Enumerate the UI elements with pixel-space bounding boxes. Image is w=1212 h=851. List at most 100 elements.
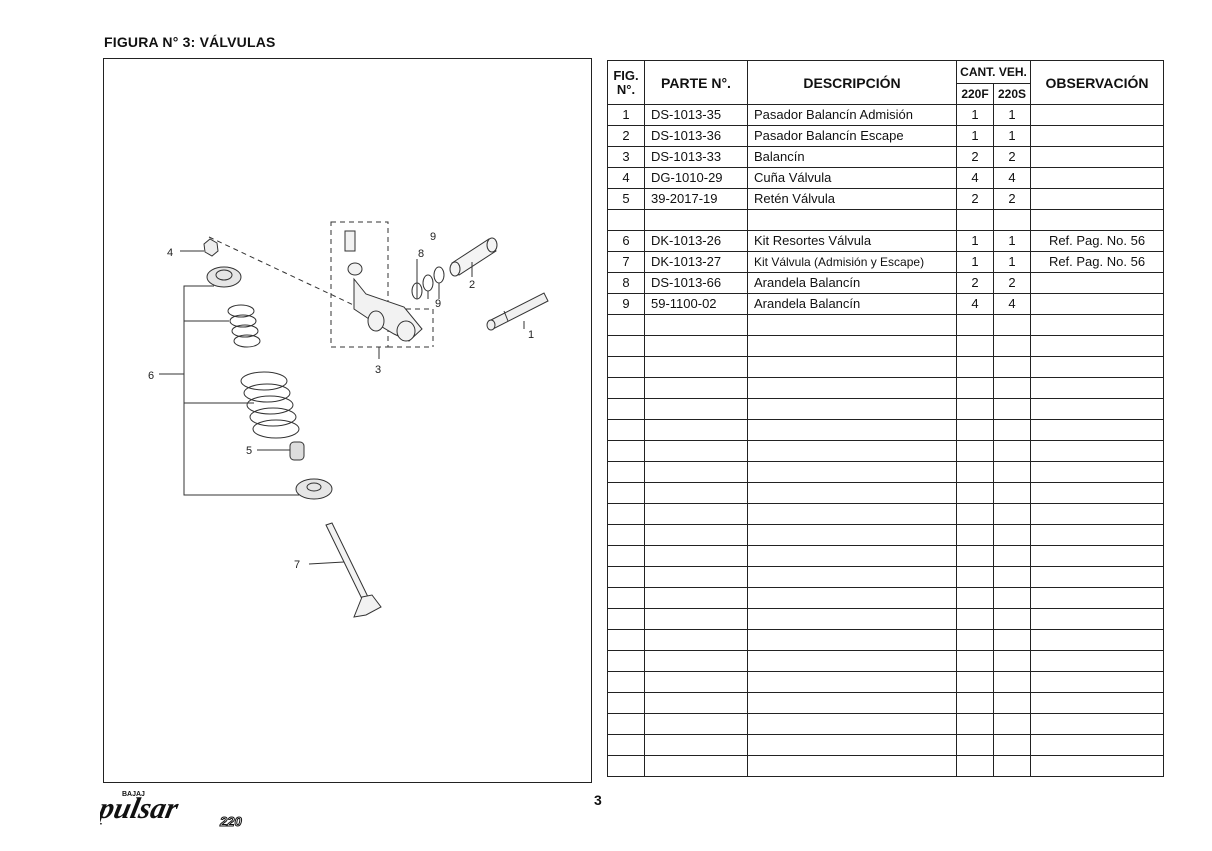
cell-observacion [1030, 608, 1164, 630]
cell-observacion [1030, 209, 1164, 231]
cell-observacion [1030, 503, 1164, 525]
cell-fig [607, 587, 645, 609]
cell-fig [607, 377, 645, 399]
cell-descripcion [747, 503, 957, 525]
cell-220f [956, 650, 994, 672]
parts-table: FIG. N°. PARTE N°. DESCRIPCIÓN CANT. VEH… [607, 60, 1164, 777]
cell-220f [956, 671, 994, 693]
cell-220f: 1 [956, 230, 994, 252]
cell-parte [644, 356, 748, 378]
label-9b: 9 [435, 298, 441, 310]
cell-220s [993, 713, 1031, 735]
outer-spring-part [240, 371, 300, 439]
label-5: 5 [246, 445, 252, 457]
cell-parte [644, 545, 748, 567]
pulsar-logo-svg: BAJAJ pulsar 220 [93, 791, 243, 830]
table-row [607, 587, 1164, 609]
cell-fig [607, 566, 645, 588]
cell-parte: DS-1013-36 [644, 125, 748, 147]
cell-observacion [1030, 692, 1164, 714]
cell-fig [607, 419, 645, 441]
dashed-guide-line [208, 236, 380, 318]
cell-observacion [1030, 566, 1164, 588]
cell-fig [607, 608, 645, 630]
label-2: 2 [469, 279, 475, 291]
table-row [607, 503, 1164, 525]
cell-descripcion [747, 419, 957, 441]
label-6: 6 [148, 370, 154, 382]
cell-parte: DS-1013-35 [644, 104, 748, 126]
cell-descripcion: Cuña Válvula [747, 167, 957, 189]
cell-220s: 1 [993, 125, 1031, 147]
cell-observacion [1030, 335, 1164, 357]
header-parte: PARTE N°. [644, 60, 748, 105]
label-1: 1 [528, 329, 534, 341]
cell-fig [607, 629, 645, 651]
cell-observacion [1030, 272, 1164, 294]
cell-descripcion: Arandela Balancín [747, 293, 957, 315]
cell-observacion [1030, 482, 1164, 504]
valve-diagram-svg: 1 2 3 4 5 6 7 8 9 9 [148, 221, 549, 618]
table-row [607, 713, 1164, 735]
cell-220s [993, 398, 1031, 420]
cell-220f [956, 377, 994, 399]
cell-descripcion [747, 713, 957, 735]
cell-fig: 5 [607, 188, 645, 210]
label-8: 8 [418, 248, 424, 260]
table-row [607, 524, 1164, 546]
table-row [607, 440, 1164, 462]
table-row [607, 650, 1164, 672]
cell-220f: 2 [956, 272, 994, 294]
spring-seat-part [295, 478, 333, 500]
cell-fig: 6 [607, 230, 645, 252]
table-row [607, 566, 1164, 588]
cell-parte [644, 419, 748, 441]
rocker-arm-part [344, 230, 423, 342]
cell-observacion [1030, 440, 1164, 462]
cell-fig [607, 398, 645, 420]
cell-descripcion: Arandela Balancín [747, 272, 957, 294]
cell-observacion [1030, 734, 1164, 756]
page-number: 3 [594, 792, 602, 808]
cell-observacion [1030, 167, 1164, 189]
cell-observacion [1030, 629, 1164, 651]
cell-descripcion [747, 692, 957, 714]
spring-retainer-part [206, 266, 242, 288]
cotter-part [203, 238, 219, 257]
cell-parte [644, 755, 748, 777]
cell-descripcion: Kit Válvula (Admisión y Escape) [747, 251, 957, 273]
cell-fig: 3 [607, 146, 645, 168]
table-row [607, 398, 1164, 420]
cell-fig [607, 335, 645, 357]
cell-parte [644, 314, 748, 336]
cell-220s [993, 356, 1031, 378]
cell-observacion [1030, 461, 1164, 483]
cell-220s: 4 [993, 293, 1031, 315]
cell-fig [607, 671, 645, 693]
cell-parte: DS-1013-66 [644, 272, 748, 294]
cell-descripcion: Pasador Balancín Escape [747, 125, 957, 147]
cell-descripcion [747, 671, 957, 693]
cell-parte [644, 524, 748, 546]
cell-fig [607, 314, 645, 336]
label-7: 7 [294, 559, 300, 571]
cell-fig: 9 [607, 293, 645, 315]
header-220f: 220F [956, 83, 994, 105]
rocker-group-box [330, 221, 389, 348]
cell-fig [607, 356, 645, 378]
cell-fig [607, 734, 645, 756]
cell-220f: 4 [956, 293, 994, 315]
cell-observacion [1030, 755, 1164, 777]
table-row [607, 209, 1164, 231]
cell-fig [607, 650, 645, 672]
cell-descripcion [747, 440, 957, 462]
cell-descripcion [747, 356, 957, 378]
cell-220s [993, 692, 1031, 714]
cell-parte [644, 482, 748, 504]
logo-name: pulsar [100, 791, 183, 825]
